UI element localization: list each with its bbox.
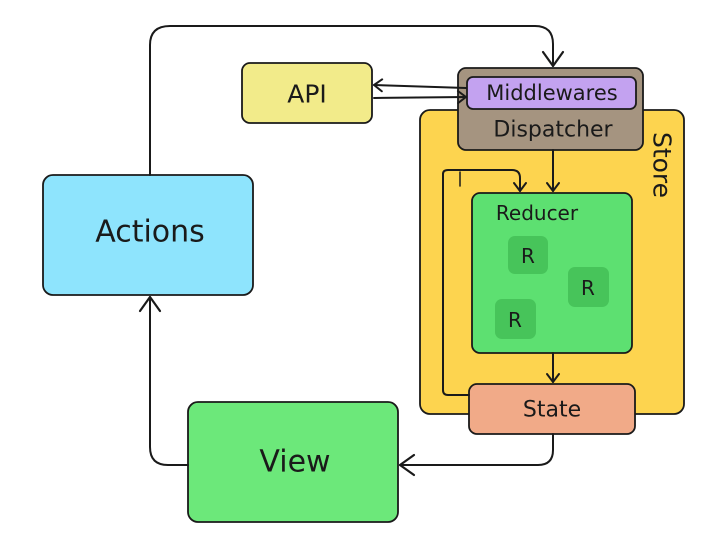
edge-state-to-view bbox=[398, 433, 554, 477]
edge-view-to-actions bbox=[138, 295, 189, 466]
reducer-node: Reducer R R R bbox=[471, 192, 633, 354]
actions-label: Actions bbox=[95, 215, 205, 250]
view-label: View bbox=[259, 445, 330, 480]
reducer-unit bbox=[508, 236, 548, 274]
api-box bbox=[241, 62, 373, 124]
reducer-unit-label: R bbox=[581, 276, 595, 300]
reducer-unit-label: R bbox=[521, 244, 535, 268]
store-label: Store bbox=[648, 132, 677, 198]
edge-state-to-reducer-loop bbox=[442, 169, 527, 396]
state-label: State bbox=[523, 398, 581, 423]
api-label: API bbox=[287, 80, 327, 109]
middlewares-node: Middlewares bbox=[466, 76, 637, 110]
state-node: State bbox=[468, 383, 636, 435]
view-node: View bbox=[187, 401, 399, 523]
middlewares-label: Middlewares bbox=[486, 81, 617, 105]
edge-api-to-middlewares bbox=[373, 90, 467, 105]
edge-middlewares-to-api bbox=[373, 78, 467, 93]
middlewares-box bbox=[466, 76, 637, 110]
edge-actions-to-dispatcher bbox=[149, 25, 565, 176]
reducer-unit bbox=[568, 267, 609, 307]
api-node: API bbox=[241, 62, 373, 124]
view-box bbox=[187, 401, 399, 523]
reducer-unit bbox=[495, 299, 536, 339]
reducer-unit-label: R bbox=[508, 308, 522, 332]
reducer-label: Reducer bbox=[496, 201, 579, 225]
dispatcher-label: Dispatcher bbox=[493, 118, 613, 143]
actions-box bbox=[42, 174, 254, 296]
actions-node: Actions bbox=[42, 174, 254, 296]
